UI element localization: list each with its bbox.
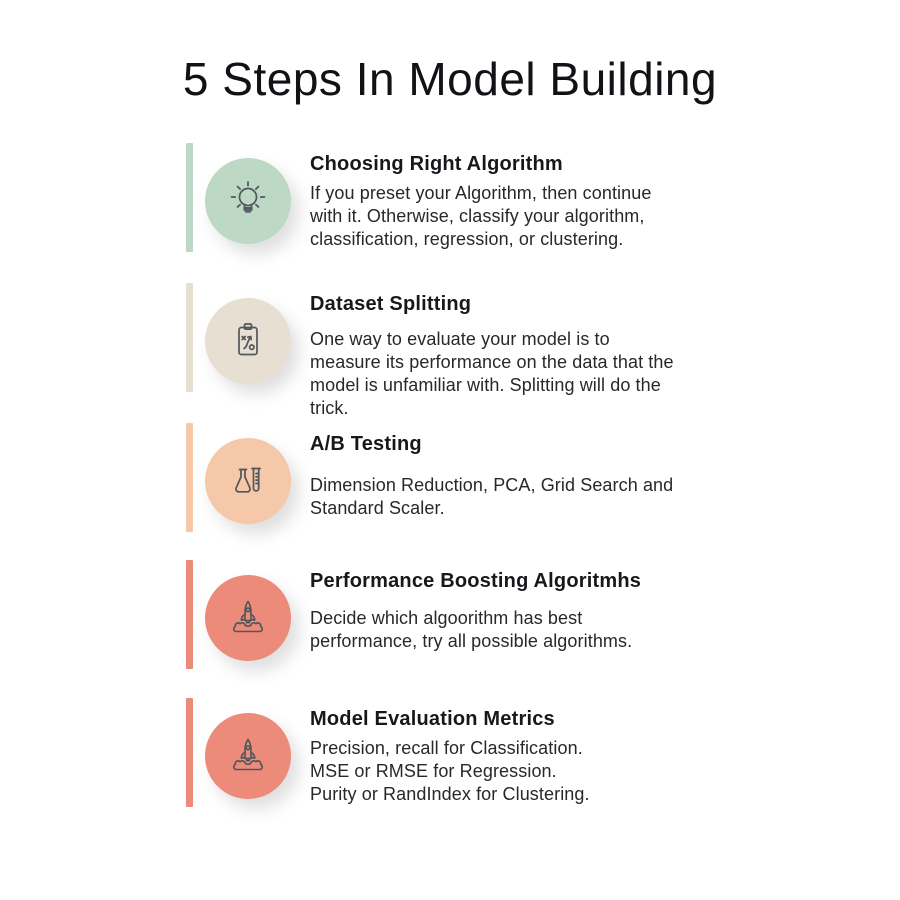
step-icon-circle <box>205 438 291 524</box>
step-title: Dataset Splitting <box>310 293 472 315</box>
accent-bar <box>186 698 193 807</box>
step-title: Choosing Right Algorithm <box>310 153 563 175</box>
page-title: 5 Steps In Model Building <box>182 53 718 105</box>
flask-icon <box>224 457 272 505</box>
accent-bar <box>186 143 193 252</box>
step-text-block: Choosing Right Algorithm If you preset y… <box>310 143 710 251</box>
rocket-icon <box>224 594 272 642</box>
step-icon-circle <box>205 713 291 799</box>
strategy-clipboard-icon <box>224 317 272 365</box>
step-description: Decide which algoorithm has best perform… <box>310 608 633 651</box>
step-model-evaluation: Model Evaluation Metrics Precision, reca… <box>186 698 710 807</box>
step-text-block: Dataset Splitting One way to evaluate yo… <box>310 283 710 420</box>
step-icon-circle <box>205 158 291 244</box>
step-performance-boosting: Performance Boosting Algoritmhs Decide w… <box>186 560 710 669</box>
lightbulb-icon <box>224 177 272 225</box>
accent-bar <box>186 283 193 392</box>
accent-bar <box>186 423 193 532</box>
step-description: Precision, recall for Classification. MS… <box>310 738 590 804</box>
step-text-block: A/B Testing Dimension Reduction, PCA, Gr… <box>310 423 710 520</box>
accent-bar <box>186 560 193 669</box>
step-description: One way to evaluate your model is to mea… <box>310 329 674 418</box>
step-title: Performance Boosting Algoritmhs <box>310 570 642 592</box>
step-text-block: Performance Boosting Algoritmhs Decide w… <box>310 560 710 653</box>
step-text-block: Model Evaluation Metrics Precision, reca… <box>310 698 710 806</box>
step-choosing-right-algorithm: Choosing Right Algorithm If you preset y… <box>186 143 710 252</box>
step-title: Model Evaluation Metrics <box>310 708 555 730</box>
rocket-icon <box>224 732 272 780</box>
step-title: A/B Testing <box>310 433 422 455</box>
step-dataset-splitting: Dataset Splitting One way to evaluate yo… <box>186 283 710 420</box>
step-description: If you preset your Algorithm, then conti… <box>310 183 652 249</box>
step-ab-testing: A/B Testing Dimension Reduction, PCA, Gr… <box>186 423 710 532</box>
step-description: Dimension Reduction, PCA, Grid Search an… <box>310 475 674 518</box>
step-icon-circle <box>205 575 291 661</box>
step-icon-circle <box>205 298 291 384</box>
